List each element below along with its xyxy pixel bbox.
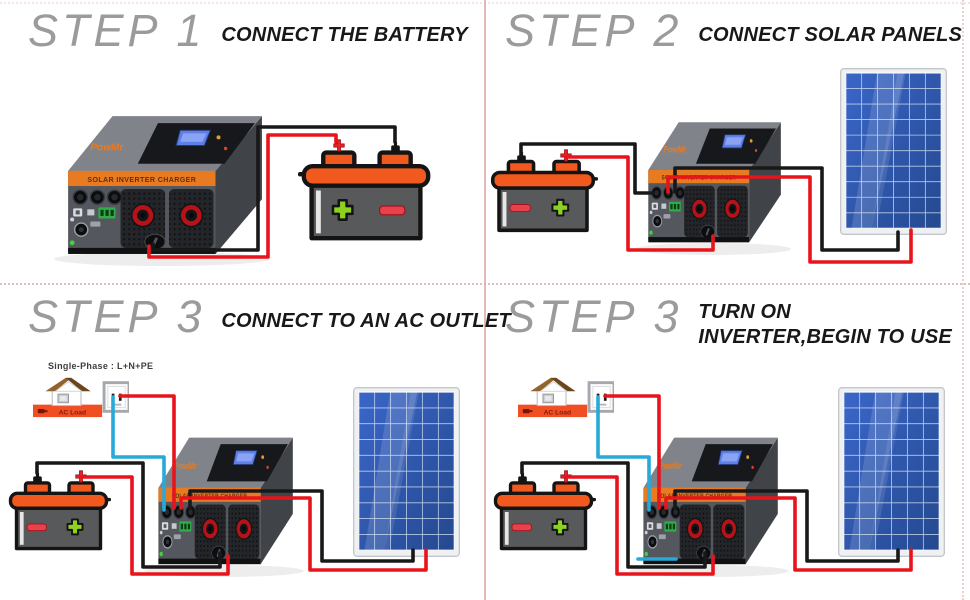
step1-heading: STEP 1 CONNECT THE BATTERY — [28, 8, 468, 53]
step3-heading: STEP 3 CONNECT TO AN AC OUTLET — [28, 294, 511, 339]
battery-illustration — [490, 159, 598, 233]
wire-solar-positive — [666, 175, 913, 264]
diagram-step3: Single-Phase : L+N+PE — [8, 361, 460, 577]
divider-horizontal — [0, 283, 970, 285]
wire-battery-positive — [564, 155, 715, 252]
wire-battery-negative — [520, 461, 707, 569]
step-label: STEP 3 — [505, 291, 683, 342]
wire-battery-negative — [151, 125, 397, 252]
step2-heading: STEP 2 CONNECT SOLAR PANELS — [505, 8, 962, 53]
wire-battery-negative — [519, 142, 654, 195]
battery-illustration — [493, 481, 596, 551]
wire-battery-positive — [564, 475, 715, 576]
battery-illustration — [8, 481, 111, 551]
step-title: CONNECT SOLAR PANELS — [698, 24, 963, 46]
step-label: STEP 3 — [28, 291, 206, 342]
wire-battery-positive — [79, 475, 230, 576]
step-label: STEP 2 — [505, 5, 683, 56]
wire-battery-positive — [147, 133, 338, 259]
inverter-illustration — [68, 116, 262, 254]
step-title: CONNECT TO AN AC OUTLET — [221, 310, 511, 332]
step-label: STEP 1 — [28, 5, 206, 56]
diagram-step1 — [54, 60, 485, 266]
solar-panel-illustration — [840, 68, 947, 235]
step4-heading: STEP 3 TURN ON INVERTER,BEGIN TO USE — [505, 294, 960, 350]
wire-ac-live — [603, 394, 661, 510]
solar-panel-illustration — [353, 387, 460, 557]
divider-right — [962, 0, 964, 600]
wire-ac-neutral — [596, 395, 651, 512]
wire-ac-live — [118, 394, 176, 510]
wire-solar-negative — [673, 489, 900, 563]
diagram-step2 — [490, 68, 947, 264]
inverter-illustration — [158, 438, 292, 565]
divider-vertical — [484, 0, 486, 600]
wire-solar-negative — [188, 489, 415, 563]
step-title: CONNECT THE BATTERY — [221, 24, 468, 46]
step-title: TURN ON INVERTER,BEGIN TO USE — [698, 301, 952, 348]
wire-solar-positive — [664, 496, 913, 572]
wire-solar-positive — [179, 496, 428, 572]
wire-solar-negative — [673, 166, 900, 252]
solar-panel-illustration — [838, 387, 945, 557]
wire-battery-negative — [35, 461, 222, 569]
battery-illustration — [298, 153, 428, 239]
inverter-illustration — [643, 438, 777, 565]
single-phase-label: Single-Phase : L+N+PE — [48, 361, 153, 371]
wire-ac-neutral — [111, 395, 166, 512]
diagram-step4 — [493, 376, 945, 577]
